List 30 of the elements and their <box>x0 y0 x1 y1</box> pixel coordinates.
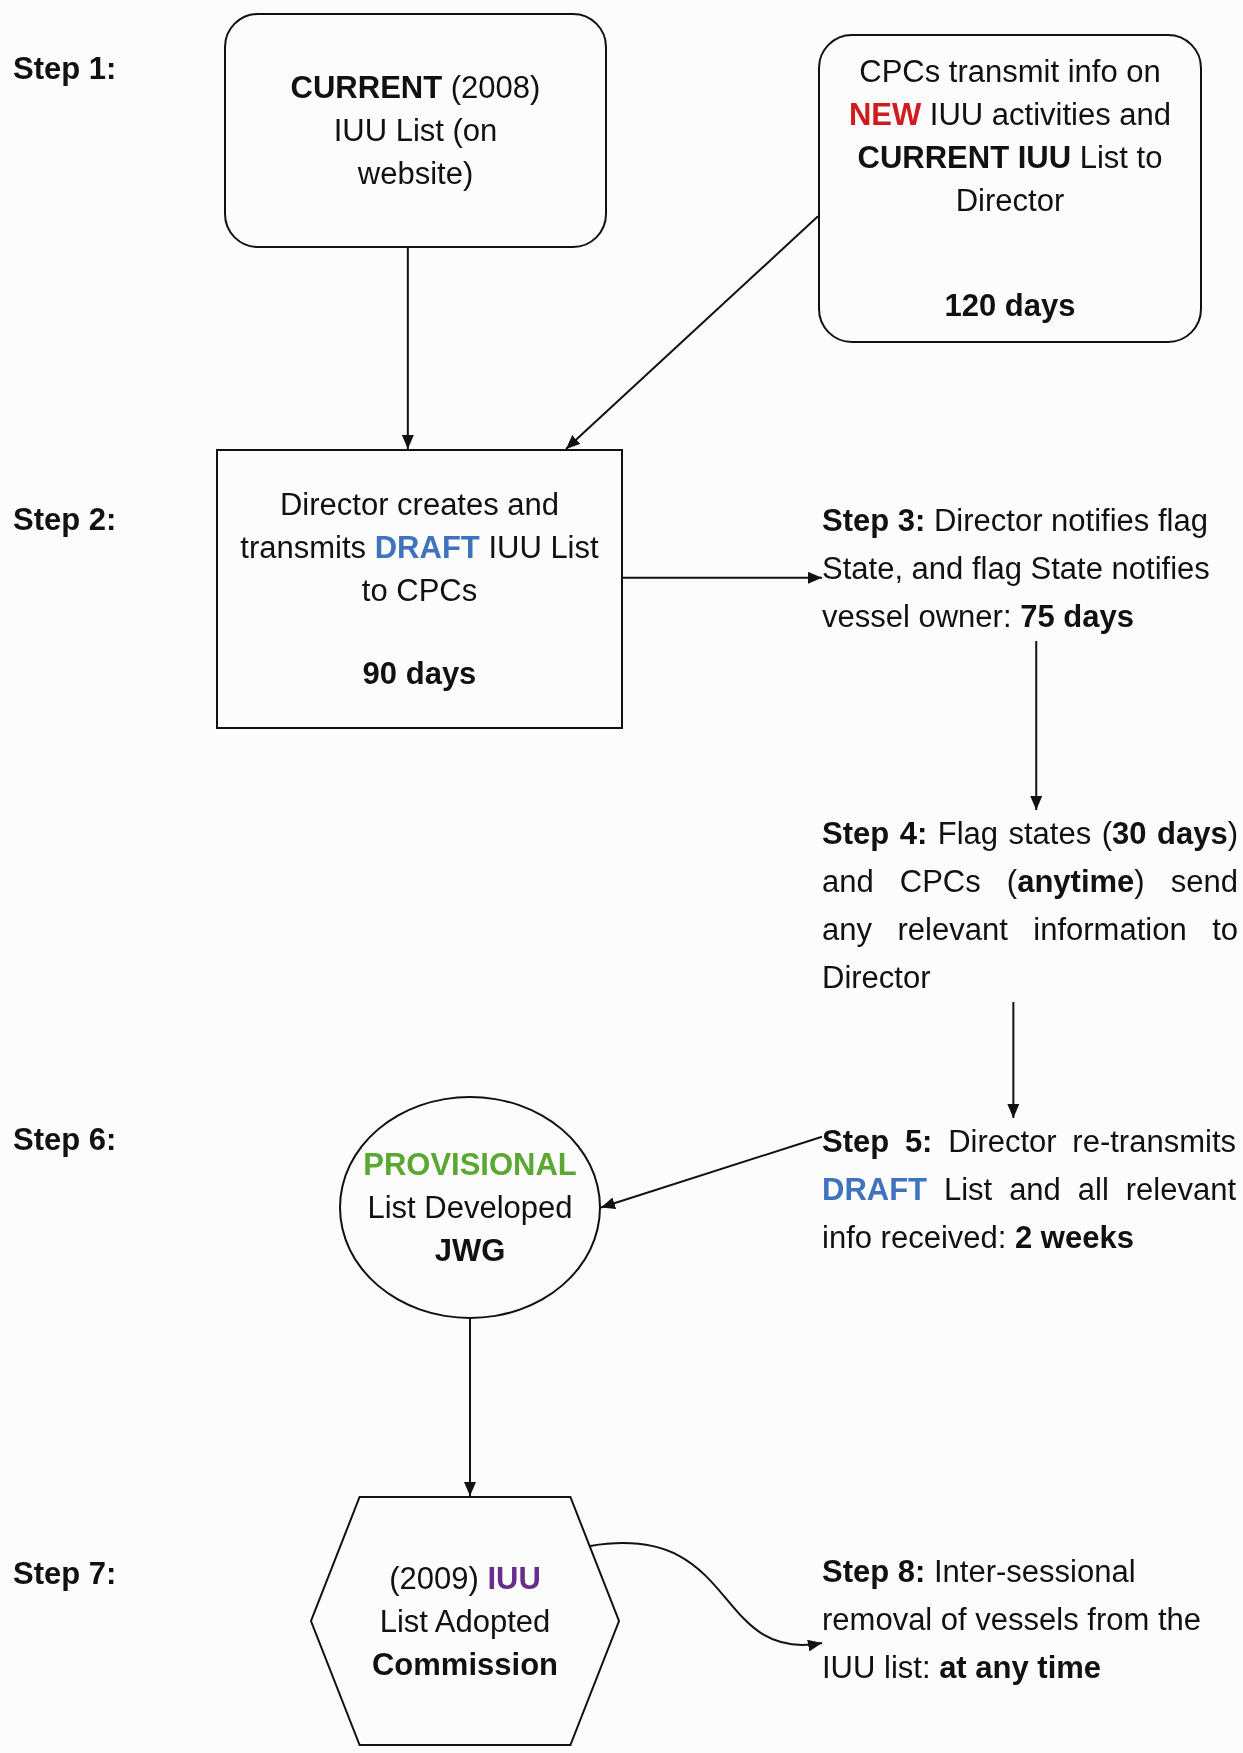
arrow <box>1007 1001 1020 1119</box>
box-text: 120 days <box>944 287 1076 325</box>
arrow <box>1030 640 1043 811</box>
box-text: Commission <box>372 1645 558 1684</box>
step-text: Step 5: Director re-transmits DRAFT List and all relevant info received: 2 weeks <box>822 1118 1236 1262</box>
arrow <box>622 571 823 584</box>
box-text: CURRENT (2008) IUU List (on website) <box>289 69 542 193</box>
arrow <box>600 1135 823 1209</box>
arrow <box>401 247 414 450</box>
rounded-box <box>818 34 1202 343</box>
box-text: 90 days <box>362 655 477 693</box>
step-text: Step 3: Director notifies flag State, and flag State notifies vessel owner: 75 days <box>822 497 1234 641</box>
box-text: Director creates and transmits DRAFT IUU List to CPCs <box>239 486 600 610</box>
box-text: (2009) IUU <box>389 1559 541 1598</box>
step-label: Step 6: <box>13 1122 117 1158</box>
box-text: PROVISIONAL <box>363 1146 577 1184</box>
box-text: JWG <box>434 1232 506 1270</box>
box-text: List Developed <box>367 1189 573 1227</box>
arrow <box>565 215 819 450</box>
process-box <box>216 449 623 729</box>
step-label: Step 7: <box>13 1556 117 1592</box>
step-text: Step 8: Inter-sessional removal of vessels from the IUU list: at any time <box>822 1548 1226 1692</box>
step-text: Step 4: Flag states (30 days) and CPCs (anytime) send any relevant information to Director <box>822 810 1238 1002</box>
step-label: Step 2: <box>13 502 117 538</box>
arrow <box>589 1542 823 1651</box>
box-text: List Adopted <box>379 1602 551 1641</box>
rounded-box <box>224 13 607 248</box>
step-label: Step 1: <box>13 51 117 87</box>
box-text: CPCs transmit info on NEW IUU activities and CURRENT IUU List to Director <box>847 53 1173 220</box>
arrow <box>464 1318 476 1497</box>
